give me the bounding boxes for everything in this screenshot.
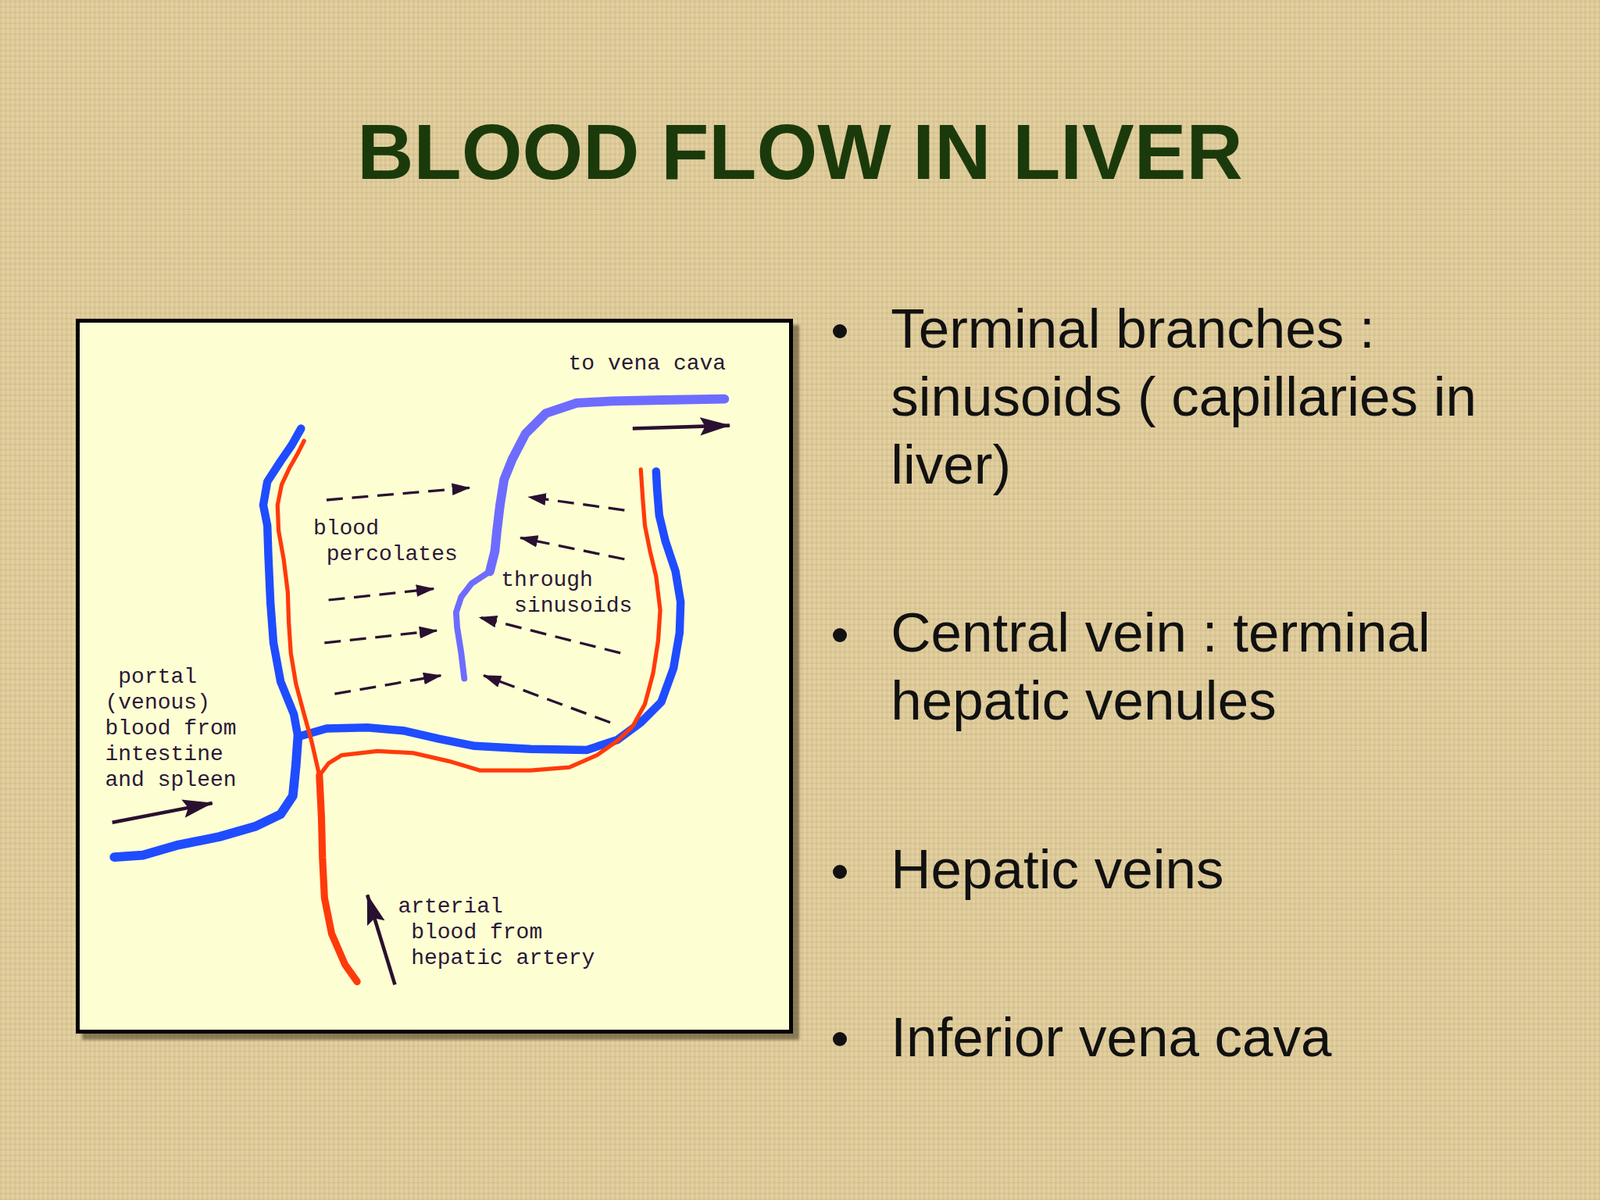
flow-arrow bbox=[520, 537, 625, 559]
bullet-dot bbox=[832, 628, 847, 643]
bullet-text: Terminal branches : sinusoids ( capillar… bbox=[890, 294, 1508, 499]
flow-arrow bbox=[328, 589, 435, 600]
direction-arrow bbox=[367, 894, 395, 985]
illustration-panel: to vena cava blood percolates through sinu… bbox=[75, 318, 793, 1035]
portal-vein bbox=[114, 736, 298, 858]
annotation-block: arterial blood from hepatic artery bbox=[397, 893, 608, 972]
portal-vein-branch bbox=[263, 428, 301, 737]
annotation-block: portal (venous) blood from intestine and… bbox=[105, 664, 250, 793]
annotation-text: portal (venous) blood from intestine and… bbox=[105, 664, 237, 793]
hepatic-artery-branch bbox=[319, 469, 661, 776]
hepatic-artery-branch bbox=[277, 440, 320, 775]
annotation-block: to vena cava bbox=[567, 350, 831, 377]
annotation-text: through sinusoids bbox=[500, 567, 633, 618]
central-vein bbox=[489, 399, 725, 572]
annotation-text: blood percolates bbox=[313, 516, 458, 567]
annotation-block: through sinusoids bbox=[500, 567, 646, 619]
bullet-dot bbox=[832, 864, 847, 879]
direction-arrow bbox=[112, 803, 213, 823]
annotation-block: blood percolates bbox=[313, 515, 472, 568]
direction-arrow bbox=[632, 425, 730, 429]
annotation-text: arterial blood from hepatic artery bbox=[397, 894, 595, 971]
bullet-text: Inferior vena cava bbox=[890, 1003, 1508, 1072]
flow-arrow bbox=[324, 630, 437, 643]
flow-arrow bbox=[479, 617, 621, 654]
flow-arrow bbox=[528, 496, 625, 511]
bullet-text: Central vein : terminal hepatic venules bbox=[890, 598, 1508, 735]
bullet-dot bbox=[832, 1032, 847, 1047]
slide-title: BLOOD FLOW IN LIVER bbox=[0, 112, 1600, 191]
wrap-spacer bbox=[516, 893, 609, 920]
portal-vein-branch bbox=[297, 471, 681, 750]
flow-arrow bbox=[326, 487, 470, 500]
annotation-text: to vena cava bbox=[567, 351, 726, 376]
bullet-text: Hepatic veins bbox=[890, 835, 1508, 904]
flow-arrow bbox=[334, 675, 441, 695]
hepatic-artery bbox=[319, 775, 358, 983]
flow-arrow bbox=[483, 675, 611, 723]
central-vein bbox=[456, 571, 490, 679]
bullet-dot bbox=[832, 324, 847, 339]
